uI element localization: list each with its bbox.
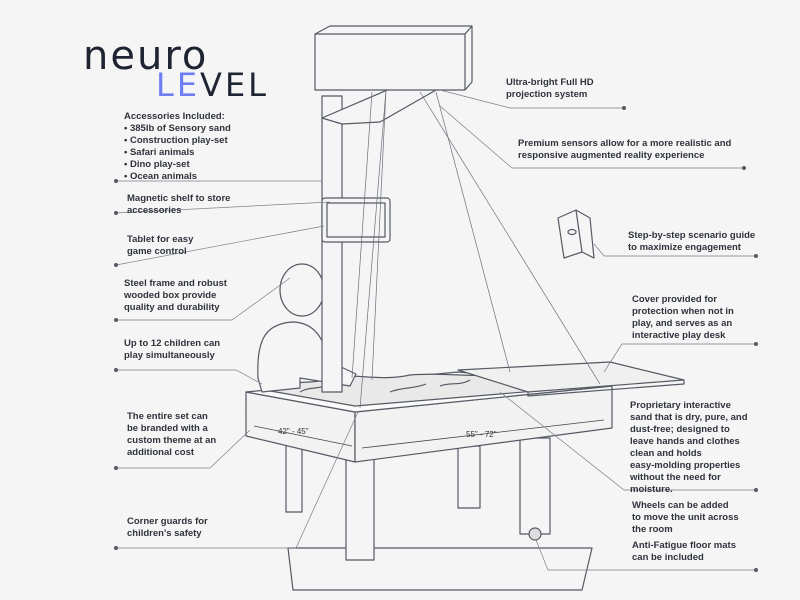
logo-accent: LE — [156, 66, 201, 104]
projector-arm — [321, 87, 437, 125]
dimension-length: 55" - 72" — [466, 430, 497, 439]
table-leg-back-left — [285, 439, 303, 513]
table-leg-front-right — [519, 437, 551, 535]
child-head — [279, 263, 325, 317]
logo-rest: VEL — [200, 66, 269, 104]
callout-accessories: Accessories Included:• 385lb of Sensory … — [124, 111, 231, 182]
steel-column — [321, 95, 343, 393]
projector-housing — [314, 33, 466, 91]
logo-neuro: neuro — [83, 33, 209, 79]
logo-level: LEVEL — [156, 66, 269, 104]
tablet — [321, 197, 391, 243]
table-leg-front-left — [345, 455, 375, 561]
wheel — [528, 527, 542, 541]
guide-booklet — [557, 209, 595, 259]
dimension-width: 42" - 45" — [278, 427, 309, 436]
floor-mat — [287, 547, 593, 591]
callout-sensors: Premium sensors allow for a more realist… — [518, 138, 732, 161]
table-leg-back-right — [457, 445, 481, 509]
